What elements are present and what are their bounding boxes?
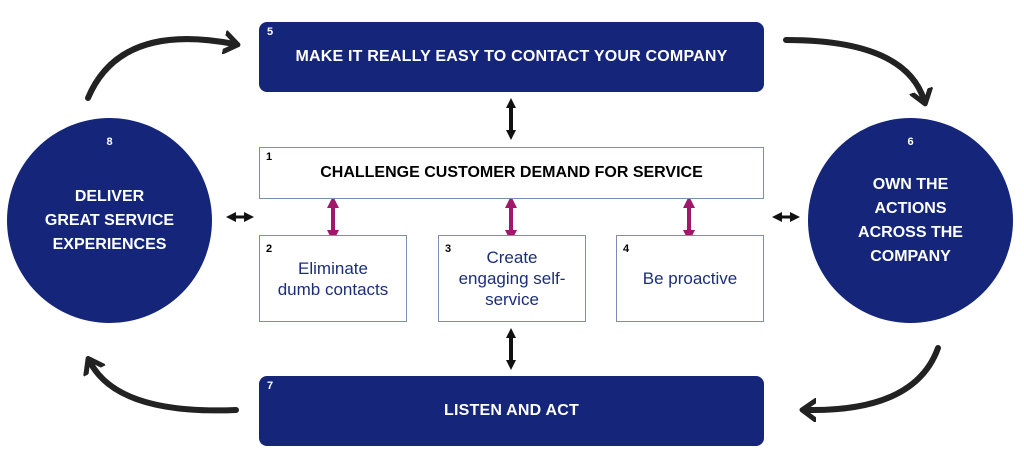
node-proactive: 4 Be proactive xyxy=(616,235,764,322)
node-contact-label: MAKE IT REALLY EASY TO CONTACT YOUR COMP… xyxy=(295,48,728,65)
node-contact: 5 MAKE IT REALLY EASY TO CONTACT YOUR CO… xyxy=(259,22,764,92)
curved-arrow-listen-to-deliver xyxy=(90,362,239,414)
node-eliminate-label: Eliminate dumb contacts xyxy=(277,258,389,299)
curved-arrow-deliver-to-contact xyxy=(85,39,234,101)
node-eliminate-number: 2 xyxy=(266,243,273,255)
node-listen-label: LISTEN AND ACT xyxy=(444,402,579,419)
node-deliver: 8 DELIVER GREAT SERVICE EXPERIENCES xyxy=(7,118,212,323)
node-challenge: 1 CHALLENGE CUSTOMER DEMAND FOR SERVICE xyxy=(259,147,764,199)
node-proactive-number: 4 xyxy=(623,243,630,255)
node-contact-number: 5 xyxy=(267,26,274,38)
node-own-number: 6 xyxy=(907,136,914,148)
node-proactive-label: Be proactive xyxy=(642,269,738,288)
node-self-service-number: 3 xyxy=(445,243,452,255)
node-challenge-number: 1 xyxy=(266,151,273,163)
node-deliver-label: DELIVER GREAT SERVICE EXPERIENCES xyxy=(44,187,175,253)
node-eliminate: 2 Eliminate dumb contacts xyxy=(259,235,407,322)
node-self-service: 3 Create engaging self- service xyxy=(438,235,586,322)
node-challenge-label: CHALLENGE CUSTOMER DEMAND FOR SERVICE xyxy=(320,164,703,181)
node-listen-number: 7 xyxy=(267,380,274,392)
node-deliver-number: 8 xyxy=(106,136,113,148)
node-own: 6 OWN THE ACTIONS ACROSS THE COMPANY xyxy=(808,118,1013,323)
curved-arrow-contact-to-own xyxy=(783,37,924,100)
node-own-label: OWN THE ACTIONS ACROSS THE COMPANY xyxy=(858,175,963,265)
node-listen: 7 LISTEN AND ACT xyxy=(259,376,764,446)
curved-arrow-own-to-listen xyxy=(806,345,941,410)
node-self-service-label: Create engaging self- service xyxy=(458,248,566,309)
